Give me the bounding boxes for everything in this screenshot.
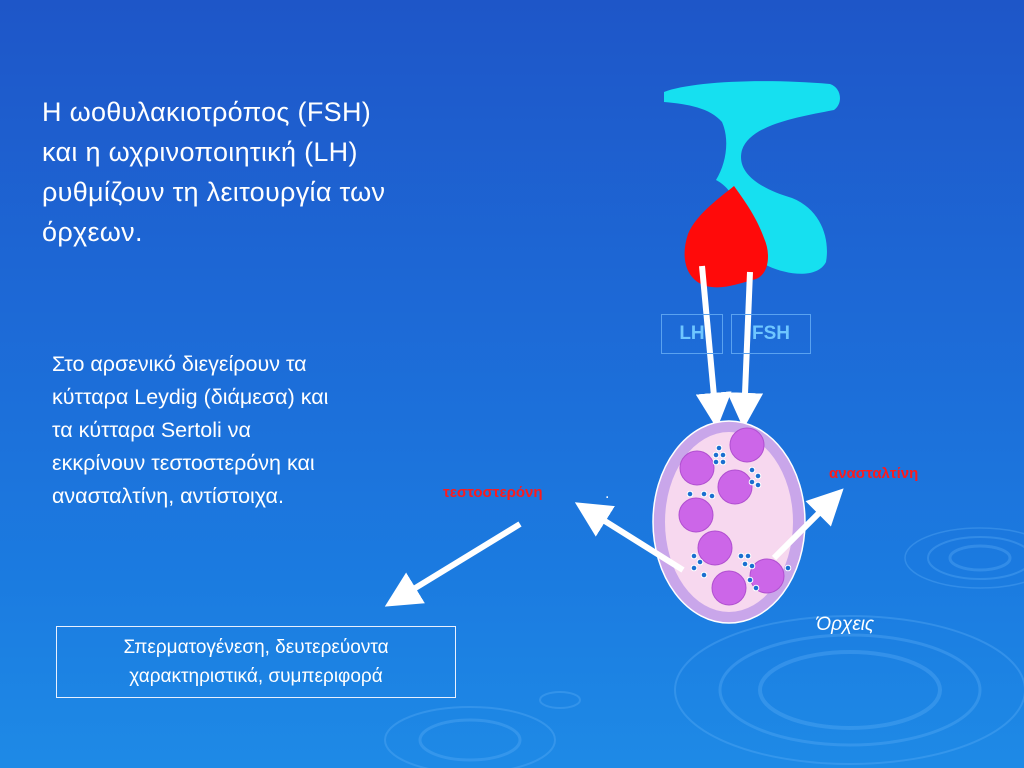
body-line-1: Στο αρσενικό διεγείρουν τα [52, 352, 307, 376]
body-line-3: τα κύτταρα Sertoli να [52, 418, 251, 442]
effects-line-1: Σπερματογένεση, δευτερεύοντα [123, 637, 389, 658]
effects-line-2: χαρακτηριστικά, συμπεριφορά [129, 666, 383, 687]
tubule-6 [711, 570, 747, 606]
tubule-3 [717, 469, 753, 505]
fsh-label: FSH [752, 323, 790, 344]
effects-arrow [384, 521, 522, 607]
fsh-label-box: FSH [731, 314, 811, 354]
hypothalamus-shape [664, 81, 840, 274]
title-line-2: και η ωχρινοποιητική (LH) [42, 137, 358, 167]
pituitary-shape [684, 186, 768, 288]
dot-mark: . [605, 485, 610, 502]
lh-label-box: LH [661, 314, 723, 354]
lh-arrow [695, 265, 732, 429]
effects-box: Σπερματογένεση, δευτερεύοντα χαρακτηριστ… [56, 626, 456, 698]
inhibin-label: ανασταλτίνη [829, 465, 919, 482]
body-line-4: εκκρίνουν τεστοστερόνη και [52, 451, 315, 475]
testosterone-arrow [574, 502, 685, 573]
leydig-cells [686, 444, 792, 592]
slide-title: Η ωοθυλακιοτρόπος (FSH) και η ωχρινοποιη… [42, 92, 502, 252]
testosterone-label: τεστοστερόνη [443, 484, 543, 501]
tubule-7 [749, 558, 785, 594]
body-line-2: κύτταρα Leydig (διάμεσα) και [52, 385, 329, 409]
title-line-3: ρυθμίζουν τη λειτουργία των [42, 177, 386, 207]
tubule-4 [678, 497, 714, 533]
tubule-2 [679, 450, 715, 486]
title-line-1: Η ωοθυλακιοτρόπος (FSH) [42, 97, 372, 127]
title-line-4: όρχεων. [42, 217, 143, 247]
testes-label: Όρχεις [816, 614, 875, 635]
tubule-5 [697, 530, 733, 566]
lh-label: LH [679, 323, 705, 344]
inhibin-arrow [771, 488, 844, 561]
body-line-5: ανασταλτίνη, αντίστοιχα. [52, 484, 284, 508]
tubule-1 [729, 427, 765, 463]
body-text: Στο αρσενικό διεγείρουν τα κύτταρα Leydi… [52, 348, 432, 513]
tubules [678, 427, 785, 606]
fsh-arrow [727, 271, 764, 429]
